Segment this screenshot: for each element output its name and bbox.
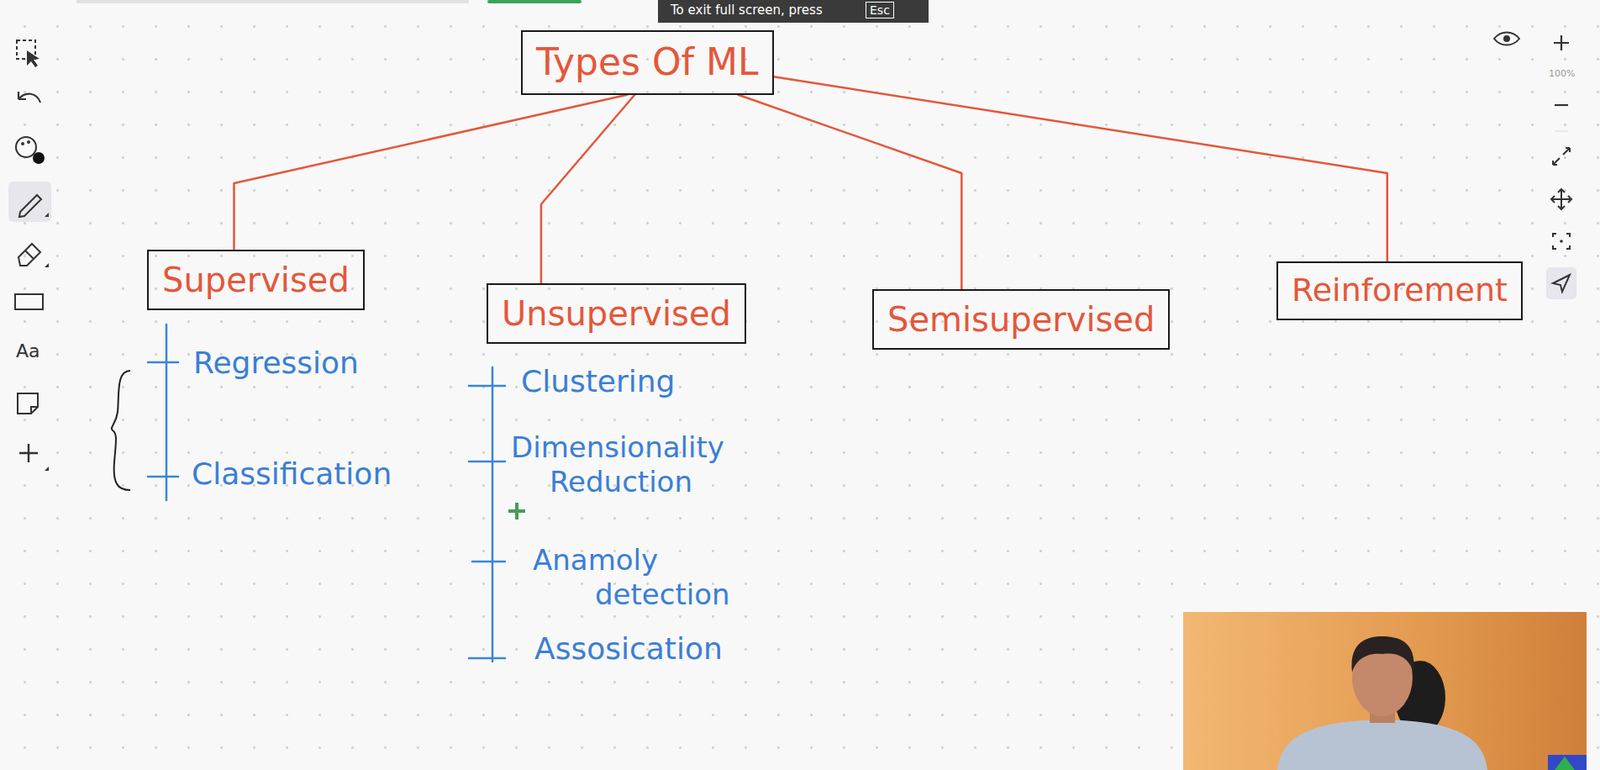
root-box: Types Of ML bbox=[521, 30, 774, 95]
color-dot bbox=[32, 152, 45, 164]
tree-line bbox=[147, 324, 179, 500]
palette-icon bbox=[15, 136, 37, 158]
sticky-note-icon bbox=[17, 393, 38, 414]
eye-pupil bbox=[1503, 35, 1511, 43]
box-text: Unsupervised bbox=[501, 293, 732, 334]
box-text: Reinforement bbox=[1291, 271, 1508, 311]
connector bbox=[773, 76, 1388, 262]
add-icon bbox=[19, 443, 38, 463]
subtype-label: Anamoly detection bbox=[532, 542, 785, 612]
tool-label: Aa bbox=[15, 340, 41, 363]
zoom-in-icon bbox=[1553, 35, 1569, 51]
top-bar bbox=[76, 0, 469, 4]
corner-logo bbox=[1547, 754, 1587, 770]
box-text: Types Of ML bbox=[536, 40, 759, 85]
category-box: Reinforement bbox=[1276, 261, 1523, 321]
tool-highlight bbox=[8, 181, 52, 222]
fit-dot bbox=[1559, 239, 1564, 243]
pencil-icon bbox=[19, 194, 42, 217]
category-box: Unsupervised bbox=[486, 283, 747, 344]
category-box: Semisupervised bbox=[872, 289, 1170, 350]
fit-icon bbox=[1552, 233, 1570, 249]
sub-arrow bbox=[44, 212, 49, 217]
key-badge: Esc bbox=[865, 1, 895, 19]
fullscreen-banner bbox=[657, 0, 929, 23]
zoom-out-icon bbox=[1554, 104, 1569, 106]
person-hair bbox=[1351, 636, 1414, 673]
subtype-label: Classification bbox=[191, 455, 392, 492]
box-text: Supervised bbox=[162, 259, 350, 300]
curly-brace bbox=[111, 370, 131, 490]
zoom-level: 100% bbox=[1548, 68, 1575, 79]
palette-dot bbox=[21, 142, 25, 146]
subtype-label: Assosication bbox=[534, 630, 723, 667]
top-bar-green bbox=[487, 0, 582, 4]
select-arrow bbox=[26, 50, 40, 68]
rectangle-icon bbox=[15, 294, 43, 310]
nav-highlight bbox=[1546, 267, 1577, 300]
connector bbox=[541, 94, 635, 284]
eye-icon bbox=[1494, 32, 1520, 46]
navigate-icon bbox=[1552, 274, 1570, 292]
collapse-icon bbox=[1552, 147, 1570, 165]
connector bbox=[738, 94, 963, 290]
move-icon bbox=[1551, 189, 1572, 210]
box-text: Semisupervised bbox=[887, 299, 1155, 340]
eraser-icon bbox=[18, 243, 41, 266]
category-box: Supervised bbox=[147, 249, 365, 311]
sub-arrow bbox=[44, 466, 49, 471]
undo-icon bbox=[18, 91, 41, 103]
tree-line bbox=[468, 367, 506, 662]
palette-dot bbox=[26, 140, 31, 144]
cursor-plus bbox=[508, 502, 526, 520]
corner-logo-mark bbox=[1554, 756, 1575, 770]
sub-arrow bbox=[44, 263, 49, 268]
divider bbox=[1554, 131, 1569, 132]
subtype-label: Dimensionality Reduction bbox=[510, 430, 797, 500]
subtype-label: Clustering bbox=[521, 363, 675, 400]
person-shirt bbox=[1277, 719, 1488, 770]
webcam-background bbox=[1183, 611, 1587, 770]
banner-text: To exit full screen, press bbox=[670, 2, 823, 18]
subtype-label: Regression bbox=[193, 344, 359, 381]
